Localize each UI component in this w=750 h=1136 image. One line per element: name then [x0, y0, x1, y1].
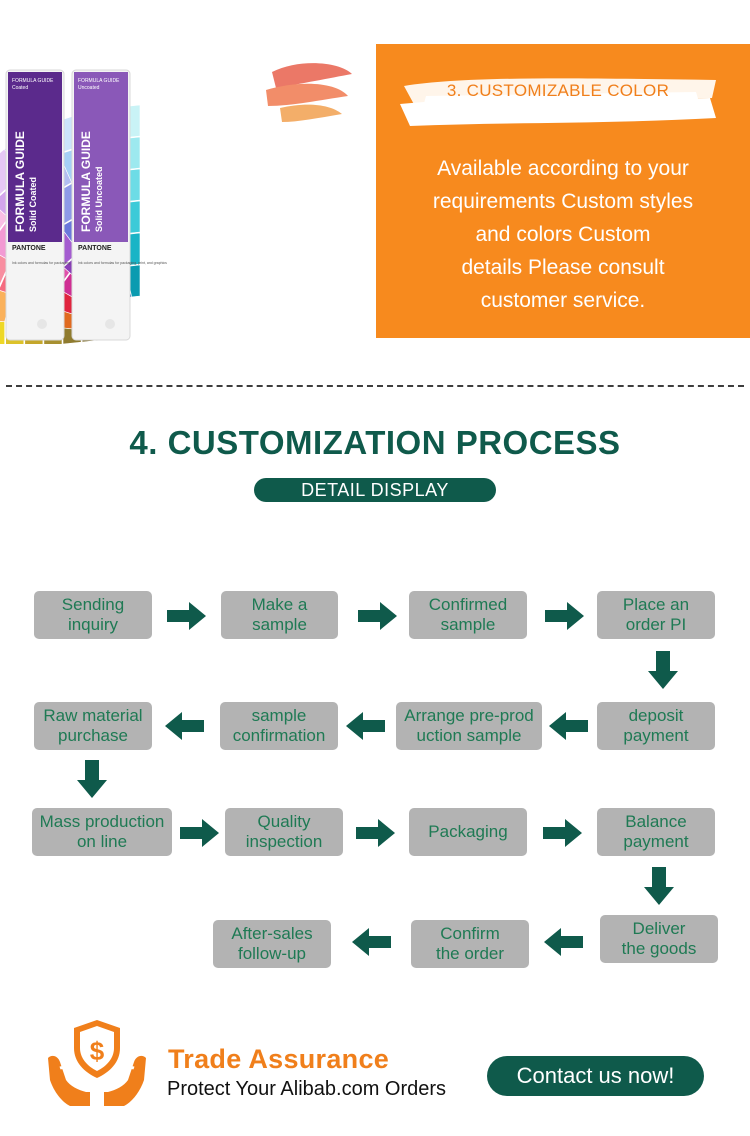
guide-right-title: FORMULA GUIDE [79, 131, 93, 232]
step-sample-confirmation: sample confirmation [220, 702, 338, 750]
arrow-right-icon [543, 601, 585, 631]
arrow-right-icon [178, 818, 220, 848]
arrow-right-icon [541, 818, 583, 848]
step-mass-production: Mass production on line [32, 808, 172, 856]
arrow-left-icon [345, 711, 387, 741]
contact-us-button[interactable]: Contact us now! [487, 1056, 704, 1096]
guide-left-blurb: Ink colors and formulas for packaging, p… [12, 261, 101, 265]
trade-assurance-shield-icon: $ [44, 1018, 150, 1108]
banner-title: 3. CUSTOMIZABLE COLOR [446, 81, 670, 100]
arrow-down-icon [643, 866, 675, 906]
guide-left-sub: Coated [12, 85, 28, 91]
arrow-left-icon [548, 711, 590, 741]
process-title: 4. CUSTOMIZATION PROCESS [129, 424, 621, 461]
section-divider [6, 385, 744, 387]
step-deposit-payment: deposit payment [597, 702, 715, 750]
color-swatch [0, 321, 5, 351]
step-after-sales: After-sales follow-up [213, 920, 331, 968]
step-quality-inspection: Quality inspection [225, 808, 343, 856]
step-balance-payment: Balance payment [597, 808, 715, 856]
guide-right-subtitle: Solid Uncoated [94, 166, 104, 232]
arrow-down-icon [647, 650, 679, 690]
guide-right-sub: Uncoated [78, 85, 100, 91]
detail-display-badge: DETAIL DISPLAY [254, 478, 496, 502]
step-sending-inquiry: Sending inquiry [34, 591, 152, 639]
guide-left-title: FORMULA GUIDE [13, 131, 27, 232]
svg-text:$: $ [90, 1036, 105, 1066]
trade-assurance-title: Trade Assurance [168, 1044, 390, 1074]
step-confirm-order: Confirm the order [411, 920, 529, 968]
arrow-right-icon [356, 601, 398, 631]
arrow-right-icon [354, 818, 396, 848]
step-deliver-goods: Deliver the goods [600, 915, 718, 963]
guide-right-header: FORMULA GUIDE [78, 78, 120, 84]
brush-banner [396, 68, 720, 128]
step-make-sample: Make a sample [221, 591, 338, 639]
brand-left: PANTONE [12, 245, 46, 252]
guide-right-blurb: Ink colors and formulas for packaging, p… [78, 261, 167, 265]
color-swatch [0, 209, 9, 230]
step-packaging: Packaging [409, 808, 527, 856]
arrow-left-icon [351, 927, 393, 957]
arrow-down-icon [76, 759, 108, 799]
guide-left-header: FORMULA GUIDE [12, 78, 54, 84]
arrow-left-icon [164, 711, 206, 741]
brand-right: PANTONE [78, 245, 112, 252]
step-place-order-pi: Place an order PI [597, 591, 715, 639]
arrow-right-icon [165, 601, 207, 631]
step-pre-production-sample: Arrange pre-prod uction sample [396, 702, 542, 750]
step-confirmed-sample: Confirmed sample [409, 591, 527, 639]
pantone-guide-image: FORMULA GUIDE Coated FORMULA GUIDE Solid… [0, 44, 372, 351]
customizable-color-panel: 3. CUSTOMIZABLE COLOR Available accordin… [376, 44, 750, 338]
panel-description: Available according to your requirements… [432, 157, 694, 312]
arrow-left-icon [543, 927, 585, 957]
trade-assurance-subtitle: Protect Your Alibab.com Orders [167, 1078, 447, 1100]
guide-left-subtitle: Solid Coated [28, 177, 38, 232]
step-raw-material-purchase: Raw material purchase [34, 702, 152, 750]
